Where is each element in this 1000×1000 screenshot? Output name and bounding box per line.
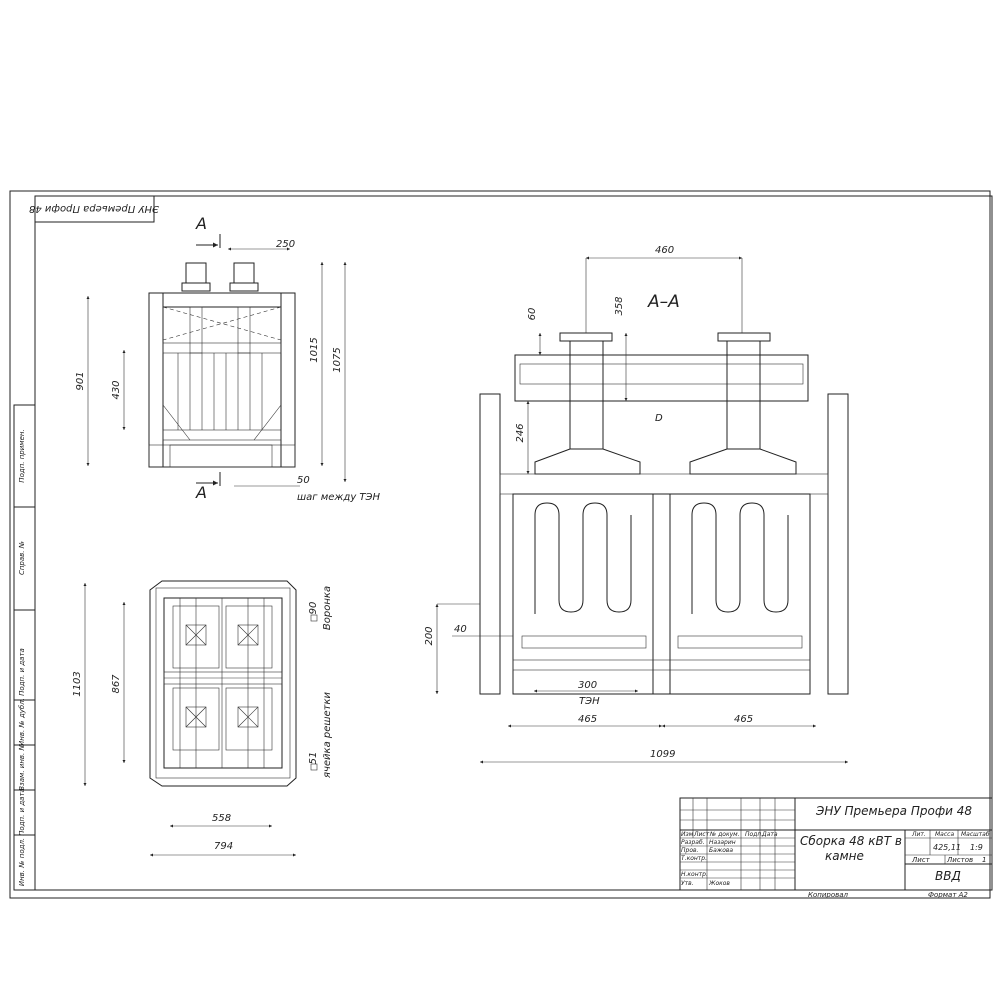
dim-558: 558 — [212, 813, 231, 824]
dim-60: 60 — [527, 308, 538, 321]
tb-mass-value: 425,11 — [933, 843, 961, 852]
dim-246: 246 — [515, 423, 526, 442]
label-format: Формат А2 — [928, 891, 968, 899]
dim-1015: 1015 — [309, 337, 320, 362]
section-title: А–А — [647, 292, 680, 312]
tb-role-5: Утв. — [681, 880, 694, 887]
tb-role-2: Т.контр. — [681, 855, 707, 862]
dim-1103: 1103 — [72, 671, 83, 696]
dim-465-right: 465 — [734, 714, 753, 725]
tb-col-list: Лист — [693, 831, 710, 838]
tb-sheet-label: Лист — [911, 856, 931, 864]
side-strip: Подп. примен. Справ. № Подп. и дата Инв.… — [13, 404, 36, 891]
side-label-0: Подп. примен. — [18, 429, 26, 482]
tb-role-0: Разраб. — [681, 839, 705, 846]
side-label-4: Взам. инв. № — [18, 743, 26, 791]
dim-867: 867 — [111, 674, 122, 694]
tb-col-date: Дата — [761, 831, 778, 838]
tb-lit-label: Лит. — [911, 831, 926, 838]
note-heater-step: шаг между ТЭН — [297, 492, 381, 503]
tb-org: ВВД — [935, 869, 961, 883]
tb-role-1: Пров. — [681, 847, 699, 854]
section-mark-top: А — [195, 214, 207, 233]
dim-50: 50 — [297, 475, 310, 486]
outer-border — [9, 190, 991, 899]
tb-drawing-name-1: Сборка 48 кВТ в — [800, 834, 902, 848]
title-block: Изм Лист № докум. Подп. Дата Разраб. Наз… — [679, 797, 993, 891]
dim-358: 358 — [614, 296, 625, 315]
dim-40: 40 — [454, 624, 467, 635]
side-label-3: Инв. № дубл. — [18, 698, 26, 746]
label-grid-cell: ячейка решетки — [322, 691, 333, 778]
label-heater: ТЭН — [579, 696, 600, 707]
section-mark-bottom: А — [195, 483, 207, 502]
dim-794: 794 — [214, 841, 233, 852]
side-label-2: Подп. и дата — [18, 648, 26, 696]
dim-1099: 1099 — [650, 749, 675, 760]
tb-name-1: Бажова — [709, 847, 733, 854]
front-view: А А 250 901 430 — [75, 214, 381, 503]
tb-mass-label: Масса — [935, 831, 954, 838]
mirrored-title-text: ЭНУ Премьера Профи 48 — [29, 203, 160, 214]
dim-51: 51 — [308, 752, 319, 765]
marker-d: D — [655, 413, 663, 424]
tb-product: ЭНУ Премьера Профи 48 — [815, 804, 972, 818]
tb-col-doc: № докум. — [709, 831, 740, 838]
tb-drawing-name-2: камне — [825, 849, 864, 863]
side-label-1: Справ. № — [18, 541, 26, 575]
tb-sheets-label: Листов — [946, 856, 973, 864]
tb-name-0: Назарин — [709, 839, 736, 846]
tb-name-5: Жоков — [708, 880, 730, 887]
dim-465-left: 465 — [578, 714, 597, 725]
dim-250: 250 — [276, 239, 295, 250]
dim-460: 460 — [655, 245, 674, 256]
dim-430: 430 — [111, 380, 122, 399]
tb-scale-value: 1:9 — [970, 843, 983, 852]
dim-200: 200 — [424, 626, 435, 645]
side-label-5: Подп. и дата — [18, 788, 26, 836]
tb-role-4: Н.контр. — [681, 871, 708, 878]
tb-sheets-value: 1 — [982, 856, 986, 864]
mirrored-title-box: ЭНУ Премьера Профи 48 — [29, 195, 160, 223]
tb-col-sign: Подп. — [745, 831, 763, 838]
section-view: А–А D 460 60 358 2 — [424, 245, 849, 764]
plan-view: 90 Воронка 51 ячейка решетки 1103 867 55… — [72, 580, 333, 857]
dim-90: 90 — [308, 602, 319, 615]
dim-1075: 1075 — [332, 347, 343, 372]
label-copied: Копировал — [808, 891, 849, 899]
side-label-6: Инв. № подл. — [18, 838, 26, 886]
tb-scale-label: Масштаб — [961, 831, 990, 838]
dim-300: 300 — [578, 680, 597, 691]
label-funnel: Воронка — [322, 586, 333, 630]
tb-col-izm: Изм — [681, 831, 694, 838]
dim-901: 901 — [75, 371, 86, 390]
